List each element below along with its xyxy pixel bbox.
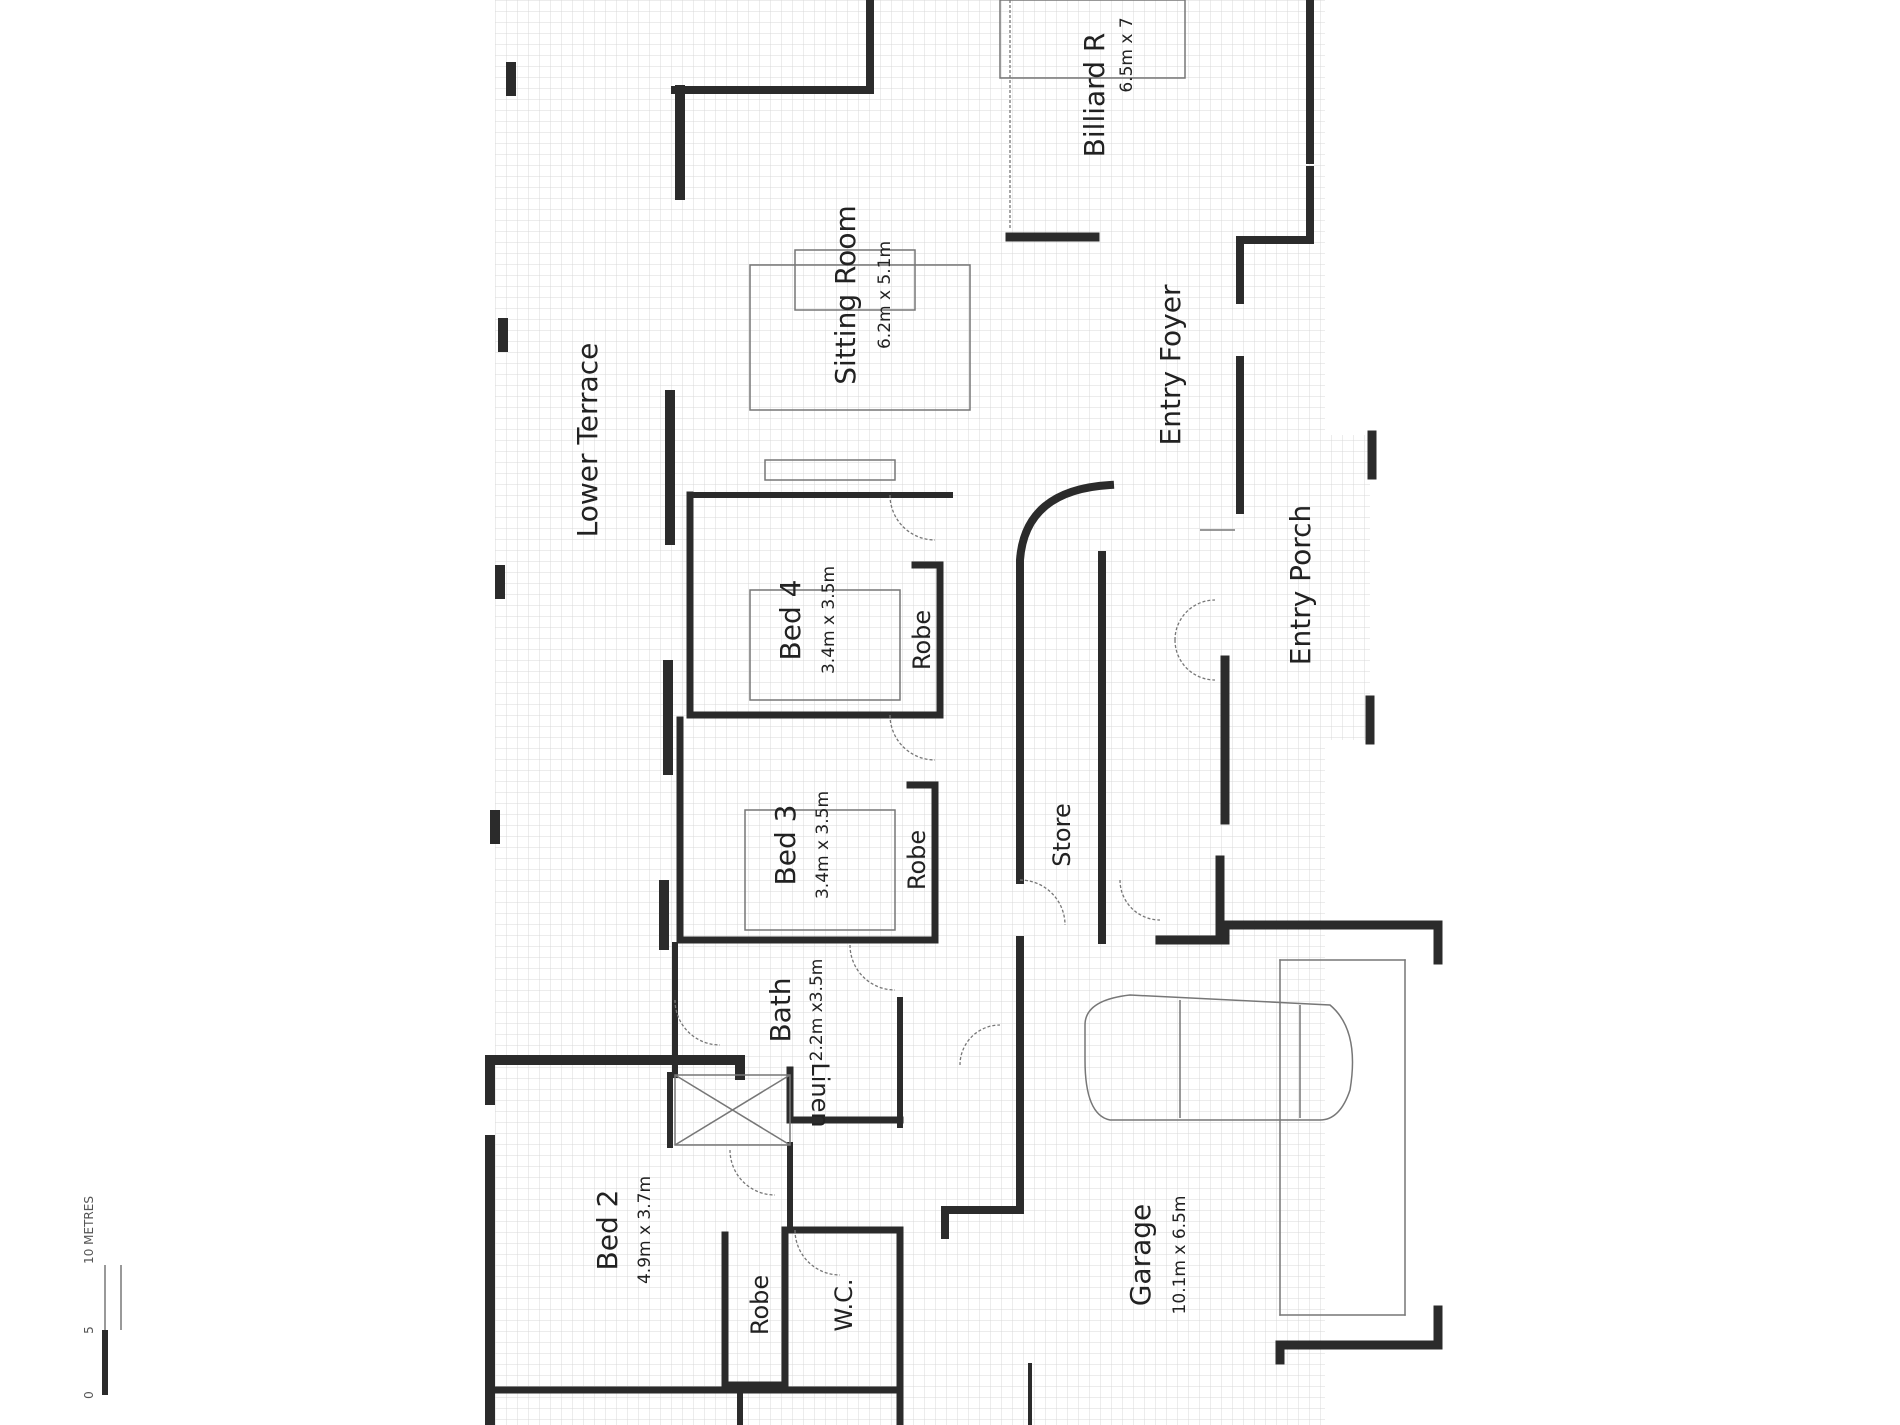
sitting-room-dims: 6.2m x 5.1m [875,241,895,349]
robe-3-label: Robe [903,830,931,890]
fixtures [674,0,1354,1146]
bed-4-label: Bed 4 [774,580,807,661]
scale-label-start: 0 [82,1391,96,1399]
door-swings [674,494,1216,1276]
bed-2-label: Bed 2 [591,1190,624,1271]
bath-dims: 2.2m x3.5m [807,959,827,1062]
scale-label-end: 10 METRES [82,1196,96,1264]
billiard-room-label: Billiard R [1078,33,1111,158]
robe-2-label: Robe [746,1275,774,1335]
lower-terrace-label: Lower Terrace [571,343,604,538]
garage-dims: 10.1m x 6.5m [1170,1196,1190,1315]
wc-label: W.C. [830,1279,858,1332]
garage-label: Garage [1124,1204,1157,1307]
bath-label: Bath [764,977,797,1042]
linen-label: Linen [806,1062,834,1127]
walls [485,0,1443,1425]
robe-4-label: Robe [908,610,936,670]
room-labels: Billiard R 6.5m x 7 Sitting Room 6.2m x … [571,17,1317,1335]
bed-2-dims: 4.9m x 3.7m [635,1176,655,1284]
scale-bar: 0 5 10 METRES [82,1196,122,1399]
sitting-room-label: Sitting Room [829,205,862,384]
entry-porch-label: Entry Porch [1284,505,1317,665]
bed-3-dims: 3.4m x 3.5m [813,791,833,899]
bed-4-dims: 3.4m x 3.5m [819,566,839,674]
bed-3-label: Bed 3 [769,805,802,886]
store-label: Store [1048,803,1076,866]
billiard-room-dims: 6.5m x 7 [1117,17,1137,92]
entry-foyer-label: Entry Foyer [1154,284,1187,445]
scale-label-mid: 5 [82,1326,96,1334]
